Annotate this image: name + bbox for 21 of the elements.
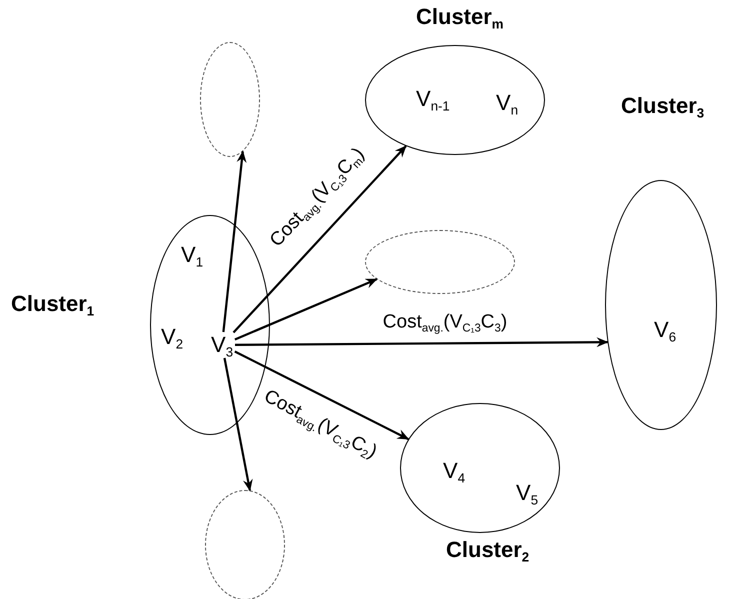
vertex-label: V$_{n}$	[496, 92, 518, 114]
cluster-heading: Cluster$_{2}$	[446, 537, 530, 563]
arrow	[232, 145, 407, 334]
dashed-ellipse	[205, 490, 285, 599]
arrow	[235, 337, 608, 348]
cluster-heading: Cluster$_{3}$	[621, 93, 704, 119]
cluster-heading: Cluster$_{1}$	[11, 291, 94, 317]
arrow	[234, 350, 410, 440]
vertex-label: V$_{n-1}$	[416, 88, 450, 110]
vertex-label: V$_{1}$	[181, 244, 204, 266]
dashed-ellipse	[200, 42, 260, 157]
vertex-label: V$_{5}$	[516, 482, 538, 504]
vertex-label: V$_{6}$	[654, 319, 676, 341]
vertex-label: V$_{4}$	[443, 460, 466, 482]
vertex-label: V$_{2}$	[161, 326, 184, 348]
arrow	[223, 358, 253, 492]
arrow	[234, 278, 378, 341]
cluster-heading: Cluster$_{m}$	[416, 4, 504, 30]
dashed-ellipse	[365, 230, 515, 294]
arrow	[222, 150, 247, 332]
vertex-label: V$_{3}$	[211, 334, 234, 356]
